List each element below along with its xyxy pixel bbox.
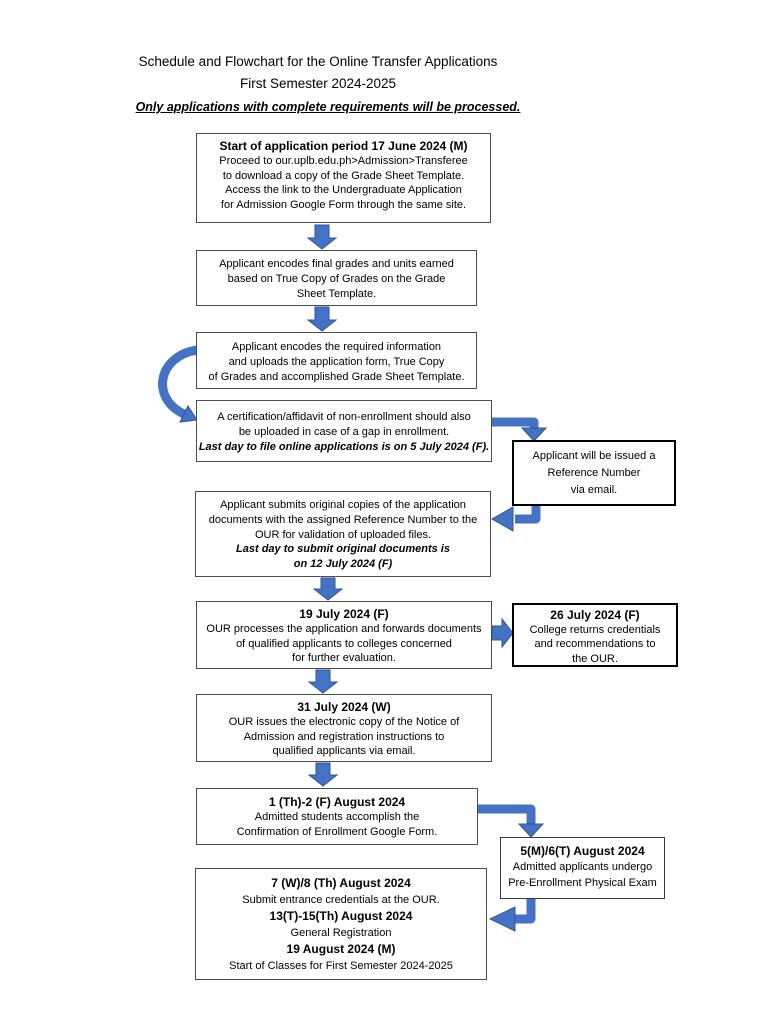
box-text-line: documents with the assigned Reference Nu… [208, 513, 478, 526]
deadline-text: Last day to file online applications is … [198, 440, 490, 453]
box-text-line: for Admission Google Form through the sa… [220, 199, 467, 212]
box-submit-originals: Applicant submits original copies of the… [195, 491, 491, 577]
box-final-schedule: 7 (W)/8 (Th) August 2024 Submit entrance… [195, 868, 487, 980]
box-text-line: College returns credentials [529, 623, 661, 636]
box-text-line: Admission and registration instructions … [243, 730, 445, 743]
deadline-text: on 12 July 2024 (F) [293, 558, 393, 571]
box-text-line: Confirmation of Enrollment Google Form. [236, 825, 438, 838]
curved-arrow-encode-info-to-certification [158, 345, 198, 419]
box-text-line: Pre-Enrollment Physical Exam [508, 877, 657, 889]
box-text-line: Proceed to our.uplb.edu.ph>Admission>Tra… [219, 154, 468, 167]
box-physical-exam: 5(M)/6(T) August 2024 Admitted applicant… [500, 837, 665, 899]
box-text-line: OUR issues the electronic copy of the No… [228, 715, 460, 728]
box-start-application: Start of application period 17 June 2024… [196, 133, 491, 223]
box-text-line: OUR processes the application and forwar… [206, 622, 482, 635]
curved-arrow-head [179, 404, 198, 423]
schedule-desc: General Registration [290, 926, 392, 939]
box-text-line: Applicant encodes final grades and units… [219, 258, 454, 270]
box-text-line: Applicant will be issued a [532, 450, 656, 462]
box-text-line: Applicant encodes the required informati… [231, 341, 442, 353]
box-text-line: of Grades and accomplished Grade Sheet T… [208, 370, 465, 383]
box-college-returns: 26 July 2024 (F) College returns credent… [512, 603, 678, 667]
schedule-date: 7 (W)/8 (Th) August 2024 [271, 876, 411, 890]
box-text-line: Applicant submits original copies of the… [220, 499, 466, 511]
page-title: Schedule and Flowchart for the Online Tr… [38, 51, 598, 95]
box-title: 5(M)/6(T) August 2024 [520, 844, 645, 858]
box-title: 1 (Th)-2 (F) August 2024 [268, 795, 406, 809]
box-text-line: OUR for validation of uploaded files. [254, 528, 432, 541]
box-text-line: be uploaded in case of a gap in enrollme… [238, 425, 450, 438]
box-text-line: qualified applicants via email. [272, 745, 416, 758]
elbow-confirmation-to-physical-exam-head [517, 823, 545, 838]
box-text-line: A certification/affidavit of non-enrollm… [217, 411, 471, 423]
elbow-physical-exam-to-final-head [488, 906, 516, 932]
box-title: 19 July 2024 (F) [299, 607, 389, 621]
box-text-line: to download a copy of the Grade Sheet Te… [222, 169, 465, 182]
box-title: Start of application period 17 June 2024… [219, 139, 468, 153]
elbow-physical-exam-to-final [514, 898, 536, 924]
arrow-down-start-to-encode-grades [306, 224, 338, 250]
box-text-line: based on True Copy of Grades on the Grad… [227, 272, 446, 285]
box-text-line: Admitted students accomplish the [254, 810, 420, 823]
box-text-line: the OUR. [572, 652, 618, 665]
elbow-reference-to-submit-originals [515, 505, 541, 524]
box-our-processes: 19 July 2024 (F) OUR processes the appli… [196, 601, 492, 669]
box-text-line: Access the link to the Undergraduate App… [225, 184, 462, 197]
deadline-text: Last day to submit original documents is [236, 543, 450, 556]
schedule-desc: Submit entrance credentials at the OUR. [242, 893, 440, 906]
arrow-down-encode-grades-to-encode-info [306, 306, 338, 332]
box-text-line: and uploads the application form, True C… [228, 355, 445, 368]
schedule-date: 19 August 2024 (M) [286, 942, 396, 956]
box-text-line: Reference Number [547, 467, 641, 479]
box-text-line: of qualified applicants to colleges conc… [236, 637, 452, 650]
schedule-desc: Start of Classes for First Semester 2024… [229, 959, 453, 972]
box-text-line: Admitted applicants undergo [512, 861, 653, 873]
box-text-line: and recommendations to [534, 638, 656, 650]
box-confirmation: 1 (Th)-2 (F) August 2024 Admitted studen… [196, 788, 478, 845]
elbow-certification-to-reference [492, 417, 539, 428]
schedule-date: 13(T)-15(Th) August 2024 [269, 909, 413, 923]
arrow-down-notice-to-confirmation [307, 762, 339, 787]
arrow-down-submit-originals-to-our-processes [312, 577, 344, 601]
arrow-down-our-processes-to-notice [307, 669, 339, 694]
requirements-notice: Only applications with complete requirem… [135, 100, 521, 114]
box-text-line: via email. [570, 484, 618, 496]
box-text-line: for further evaluation. [292, 652, 396, 665]
arrow-right-our-processes-to-college [491, 617, 514, 649]
box-title: 31 July 2024 (W) [297, 700, 391, 714]
page-title-line2: First Semester 2024-2025 [239, 76, 397, 91]
box-notice-of-admission: 31 July 2024 (W) OUR issues the electron… [196, 694, 492, 762]
elbow-reference-to-submit-originals-head [490, 506, 514, 532]
box-encode-grades: Applicant encodes final grades and units… [196, 250, 477, 306]
box-text-line: Sheet Template. [296, 287, 377, 300]
page-title-line1: Schedule and Flowchart for the Online Tr… [138, 54, 498, 69]
box-reference-number: Applicant will be issued a Reference Num… [512, 440, 676, 506]
box-certification: A certification/affidavit of non-enrollm… [196, 400, 492, 462]
box-title: 26 July 2024 (F) [550, 608, 640, 622]
elbow-confirmation-to-physical-exam [478, 804, 536, 824]
box-encode-info: Applicant encodes the required informati… [196, 332, 477, 389]
